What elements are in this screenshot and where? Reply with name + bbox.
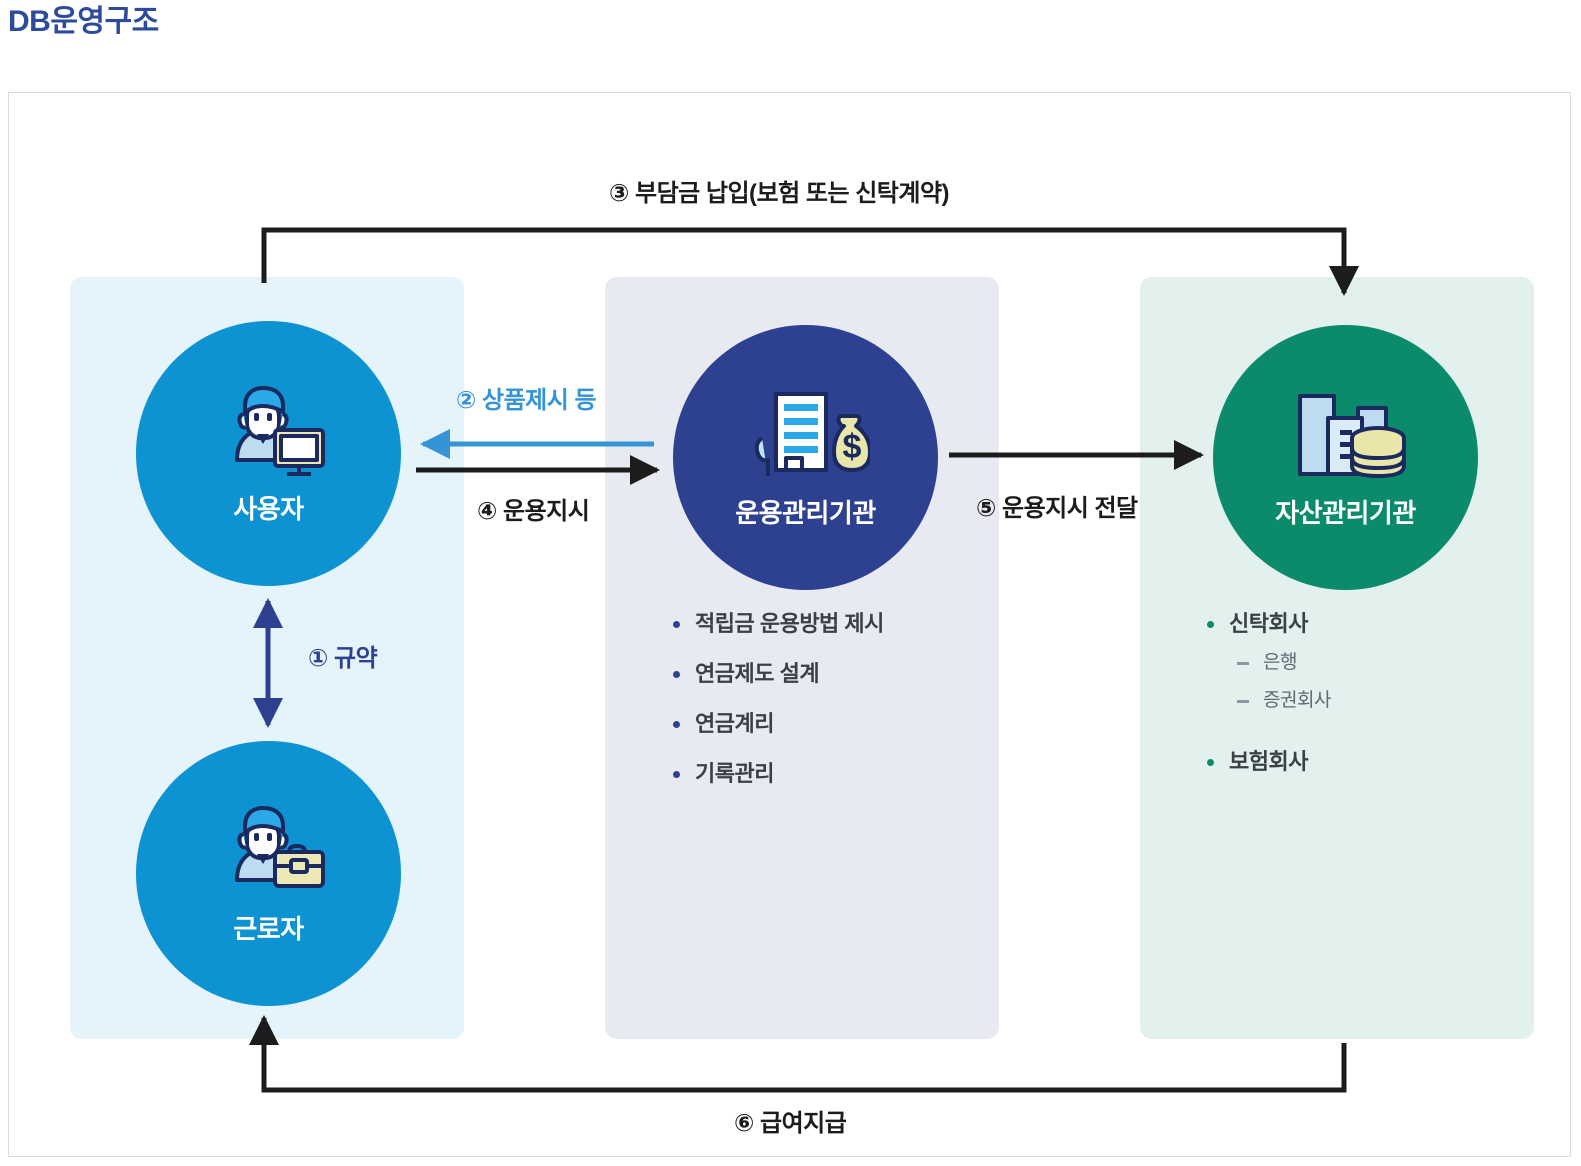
flow-label-step4: ④ 운용지시 [477, 498, 590, 525]
svg-text:$: $ [842, 428, 861, 466]
list-item: 연금제도 설계 [669, 661, 884, 687]
flow-label-step1: ① 규약 [308, 645, 378, 672]
list-item-label: 신탁회사 [1229, 611, 1308, 636]
node-label-employer: 사용자 [233, 493, 304, 524]
asset-institution-list: 신탁회사 은행 증권회사 보험회사 [1203, 611, 1331, 799]
person-briefcase-icon [207, 802, 331, 903]
list-item: 신탁회사 은행 증권회사 [1203, 611, 1331, 713]
node-employer[interactable]: 사용자 [136, 321, 401, 586]
node-label-worker: 근로자 [233, 913, 304, 944]
person-monitor-icon [207, 382, 331, 483]
list-item: 기록관리 [669, 761, 884, 787]
page-title: DB운영구조 [8, 5, 159, 38]
node-worker[interactable]: 근로자 [136, 741, 401, 1006]
node-asset[interactable]: 자산관리기관 [1213, 325, 1478, 590]
sub-list-item: 은행 [1229, 651, 1331, 675]
flow-label-step5: ⑤ 운용지시 전달 [976, 495, 1138, 522]
list-item: 연금계리 [669, 711, 884, 737]
building-moneybag-icon: $ [742, 386, 872, 487]
sub-list-item: 증권회사 [1229, 689, 1331, 713]
node-label-asset: 자산관리기관 [1275, 497, 1416, 528]
node-operator[interactable]: $ 운용관리기관 [673, 325, 938, 590]
buildings-coins-icon [1284, 386, 1408, 487]
flow-label-step3: ③ 부담금 납입(보험 또는 신탁계약) [609, 180, 950, 207]
list-item: 적립금 운용방법 제시 [669, 611, 884, 637]
operator-service-list: 적립금 운용방법 제시 연금제도 설계 연금계리 기록관리 [669, 611, 884, 811]
flow-label-step2: ② 상품제시 등 [456, 387, 597, 414]
list-item: 보험회사 [1203, 749, 1331, 775]
flow-label-step6: ⑥ 급여지급 [734, 1110, 847, 1137]
asset-sub-list: 은행 증권회사 [1229, 651, 1331, 713]
node-label-operator: 운용관리기관 [735, 497, 876, 528]
diagram-frame: 사용자 근로자 [8, 92, 1571, 1157]
